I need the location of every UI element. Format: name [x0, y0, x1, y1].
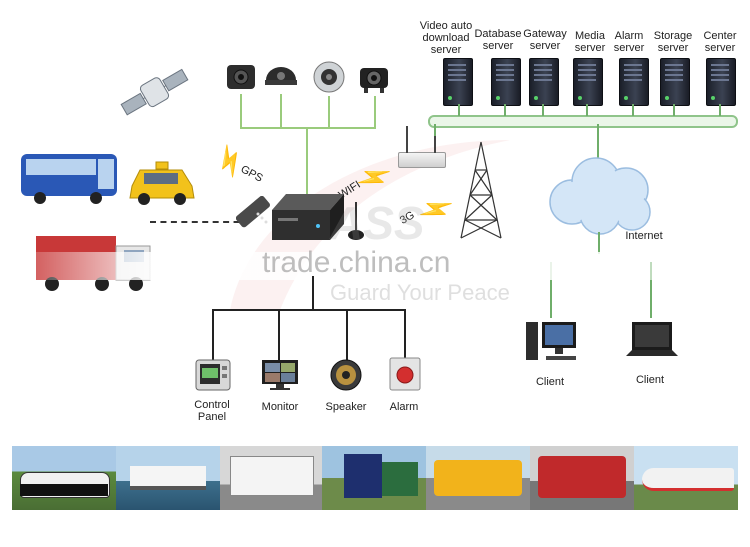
- radio-tower-icon: [460, 141, 502, 239]
- camera-car-icon: [360, 68, 388, 93]
- internet-label: Internet: [625, 230, 663, 242]
- alarm-button-icon: [389, 357, 421, 391]
- photo-rv-truck: [220, 446, 322, 510]
- taxi-icon: [129, 161, 195, 205]
- photo-school-bus: [426, 446, 530, 510]
- internet-cloud-icon: [549, 157, 651, 235]
- server-center-icon: [706, 58, 736, 106]
- server-storage-icon: [660, 58, 690, 106]
- watermark-band: [0, 252, 750, 280]
- desktop-client-icon: [526, 322, 576, 360]
- camera-dome-silver-icon: [313, 61, 345, 93]
- camera-box-icon: [227, 65, 255, 89]
- server-gateway-icon: [529, 58, 559, 106]
- mobile-dvr-icon: [272, 194, 344, 240]
- photo-city-bus: [530, 446, 634, 510]
- server-media-icon: [573, 58, 603, 106]
- antenna-icon: [348, 202, 364, 240]
- control-panel-icon: [195, 359, 231, 391]
- device-label-monitor: Monitor: [261, 401, 299, 413]
- speaker-icon: [330, 359, 362, 391]
- monitor-icon: [262, 360, 298, 390]
- client-label-desktop: Client: [535, 376, 565, 388]
- satellite-icon: [120, 68, 189, 116]
- camera-dome-icon: [265, 67, 297, 85]
- watermark-mark: ASS: [330, 197, 425, 249]
- photo-ship: [116, 446, 220, 510]
- dashed-connector: [150, 221, 250, 223]
- server-alarm-icon: [619, 58, 649, 106]
- device-label-speaker: Speaker: [325, 401, 367, 413]
- photo-high-speed-train: [634, 446, 738, 510]
- photo-police-car: [12, 446, 116, 510]
- router-icon: [398, 152, 446, 168]
- watermark-site: trade.china.cn: [262, 246, 451, 279]
- server-bus: [428, 115, 738, 128]
- watermark-slogan: Guard Your Peace: [330, 280, 510, 305]
- remote-control-icon: [236, 196, 270, 228]
- photo-semi-truck: [322, 446, 426, 510]
- device-label-alarm: Alarm: [389, 401, 419, 413]
- server-database-icon: [491, 58, 521, 106]
- laptop-client-icon: [626, 322, 678, 356]
- server-video-icon: [443, 58, 473, 106]
- bus-icon: [21, 154, 117, 204]
- client-label-laptop: Client: [635, 374, 665, 386]
